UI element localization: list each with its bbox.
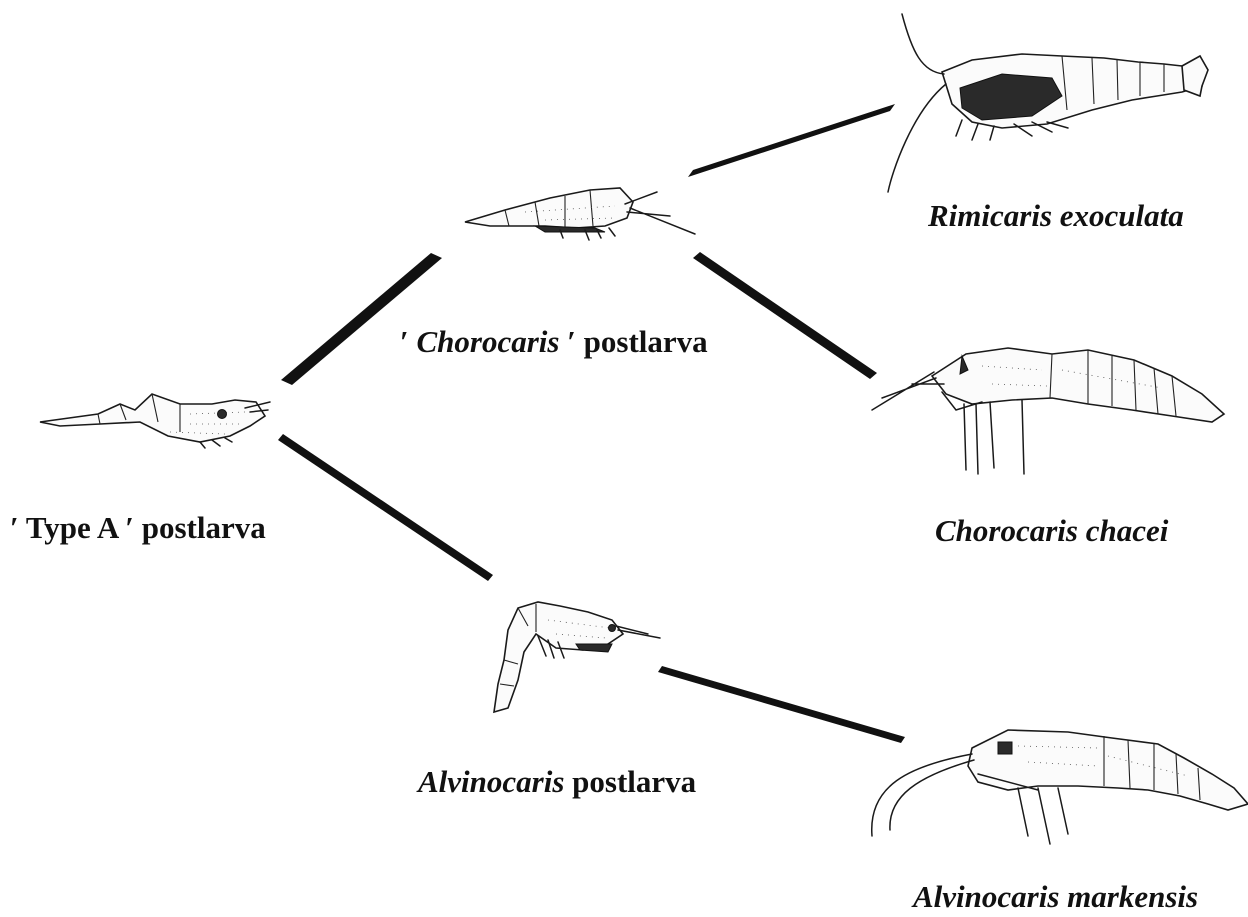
chorocaris-chacei-illustration [872,348,1224,474]
rimicaris-exoculata-illustration [888,14,1208,192]
label-chorocaris-prefix: ′ [400,324,416,359]
alvinocaris-markensis-illustration [872,730,1248,844]
label-rimicaris-exoculata: Rimicaris exoculata [928,200,1184,231]
label-chorocaris-postlarva: ′ Chorocaris ′ postlarva [400,326,708,357]
label-alvinocaris-name: Alvinocaris [418,764,564,799]
label-chorocaris-chacei: Chorocaris chacei [935,515,1168,546]
chorocaris-postlarva-illustration [465,188,695,240]
label-type-a-postlarva: ′ Type A ′ postlarva [10,512,266,543]
alvinocaris-postlarva-illustration [494,602,660,712]
connector-alvinocaris-to-markensis [658,666,905,743]
label-alvinocaris-markensis: Alvinocaris markensis [913,881,1198,912]
connector-typeA-to-alvinocaris [278,434,493,581]
connector-chorocaris-to-chacei [693,252,877,379]
label-type-a-prefix: ′ [10,510,26,545]
connector-chorocaris-to-rimicaris [688,104,895,177]
type-a-postlarva-illustration [40,394,270,448]
label-type-a-suffix: ′ postlarva [118,510,266,545]
connector-typeA-to-chorocaris [281,253,442,385]
label-alvinocaris-postlarva: Alvinocaris postlarva [418,766,696,797]
label-type-a-name: Type A [26,510,118,545]
label-chorocaris-name: Chorocaris [416,324,559,359]
label-chorocaris-suffix: ′ postlarva [559,324,707,359]
label-alvinocaris-suffix: postlarva [564,764,696,799]
